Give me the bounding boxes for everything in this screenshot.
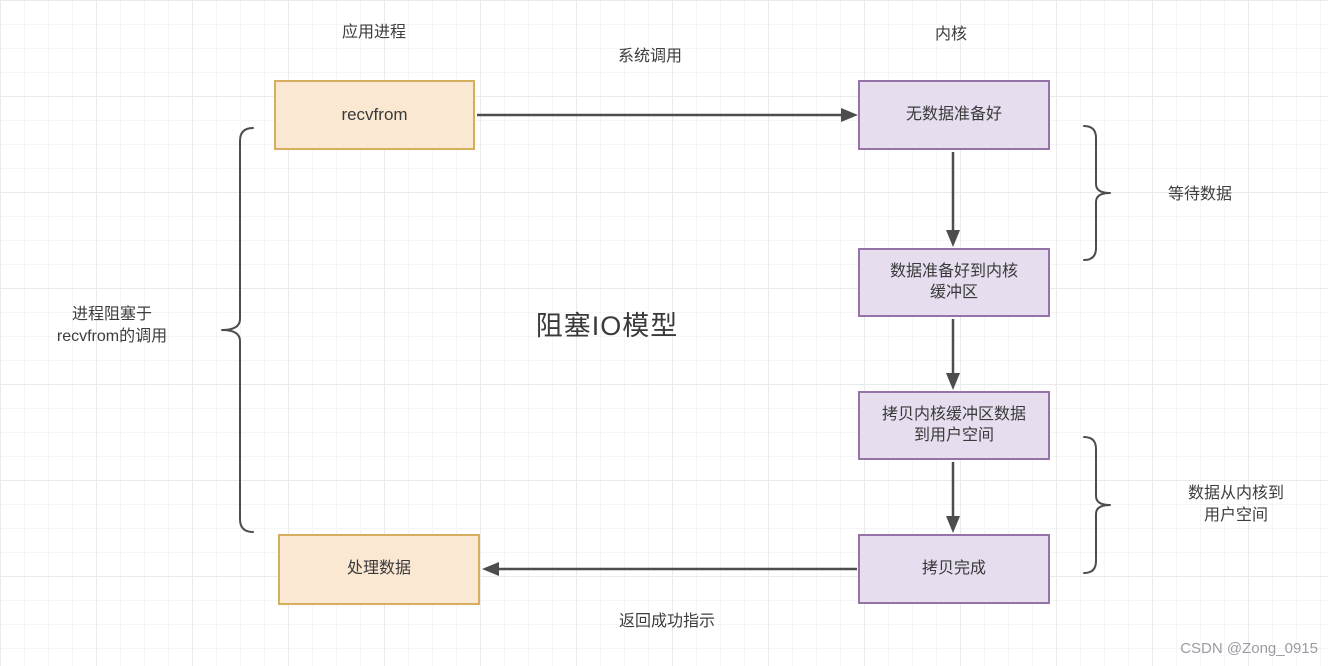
arrowhead-copy-to-done	[946, 516, 960, 533]
brace-wait-for-data	[1083, 125, 1111, 261]
lane-label-kernel: 内核	[934, 26, 967, 43]
arrowhead-ready-to-copy	[946, 373, 960, 390]
csdn-watermark: CSDN @Zong_0915	[1180, 640, 1318, 657]
annotation-wait-for-data: 等待数据	[1167, 186, 1232, 203]
node-data-ready-to-kernel-buffer: 数据准备好到内核 缓冲区	[858, 248, 1050, 317]
arrowhead-no-data-to-ready	[946, 230, 960, 247]
edge-label-system-call: 系统调用	[617, 48, 682, 65]
node-copy-kernel-buffer-to-user: 拷贝内核缓冲区数据 到用户空间	[858, 391, 1050, 460]
brace-process-blocked	[221, 127, 254, 533]
lane-label-application-process: 应用进程	[341, 24, 406, 41]
annotation-data-kernel-to-user: 数据从内核到 用户空间	[1187, 485, 1284, 524]
arrowhead-return-success	[482, 562, 499, 576]
edge-label-return-success: 返回成功指示	[618, 613, 715, 630]
node-recvfrom: recvfrom	[274, 80, 475, 150]
diagram-title: 阻塞IO模型	[535, 311, 679, 341]
node-no-data-ready: 无数据准备好	[858, 80, 1050, 150]
brace-kernel-to-user	[1083, 436, 1111, 574]
arrowhead-system-call	[841, 108, 858, 122]
annotation-process-blocked: 进程阻塞于 recvfrom的调用	[56, 306, 168, 345]
node-copy-complete: 拷贝完成	[858, 534, 1050, 604]
node-process-data: 处理数据	[278, 534, 480, 605]
